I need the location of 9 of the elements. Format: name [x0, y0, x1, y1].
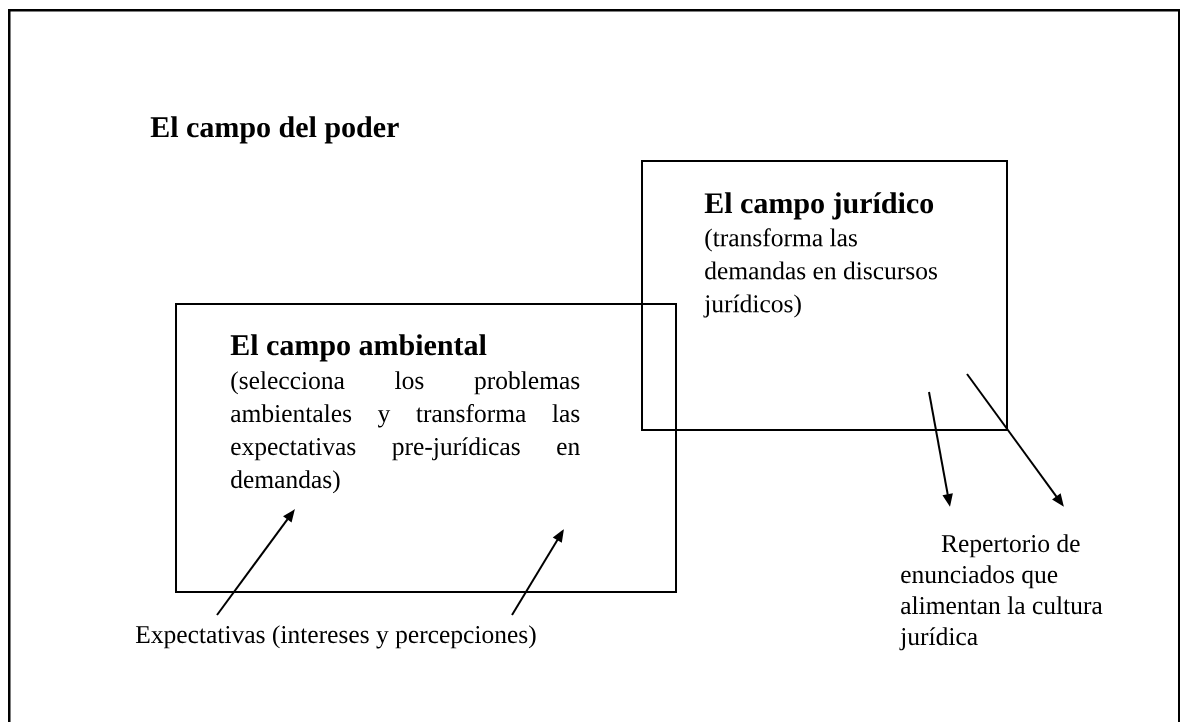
box-heading: El campo del poder — [150, 116, 399, 144]
caption-text: Repertorio de enunciados que alimentan la cultura jurídica — [899, 534, 1103, 651]
box-description: (selecciona los problemas ambientales y transforma las expectativas pre-jurídicas en demandas) — [231, 371, 580, 494]
field-box — [175, 303, 677, 593]
box-heading: El campo ambiental — [230, 334, 487, 362]
box-description: (transforma las demandas en discursos jurídicos) — [703, 228, 937, 318]
field-box — [641, 160, 1008, 431]
caption-text: Expectativas (intereses y percepciones) — [135, 625, 536, 649]
box-heading: El campo jurídico — [704, 192, 934, 220]
